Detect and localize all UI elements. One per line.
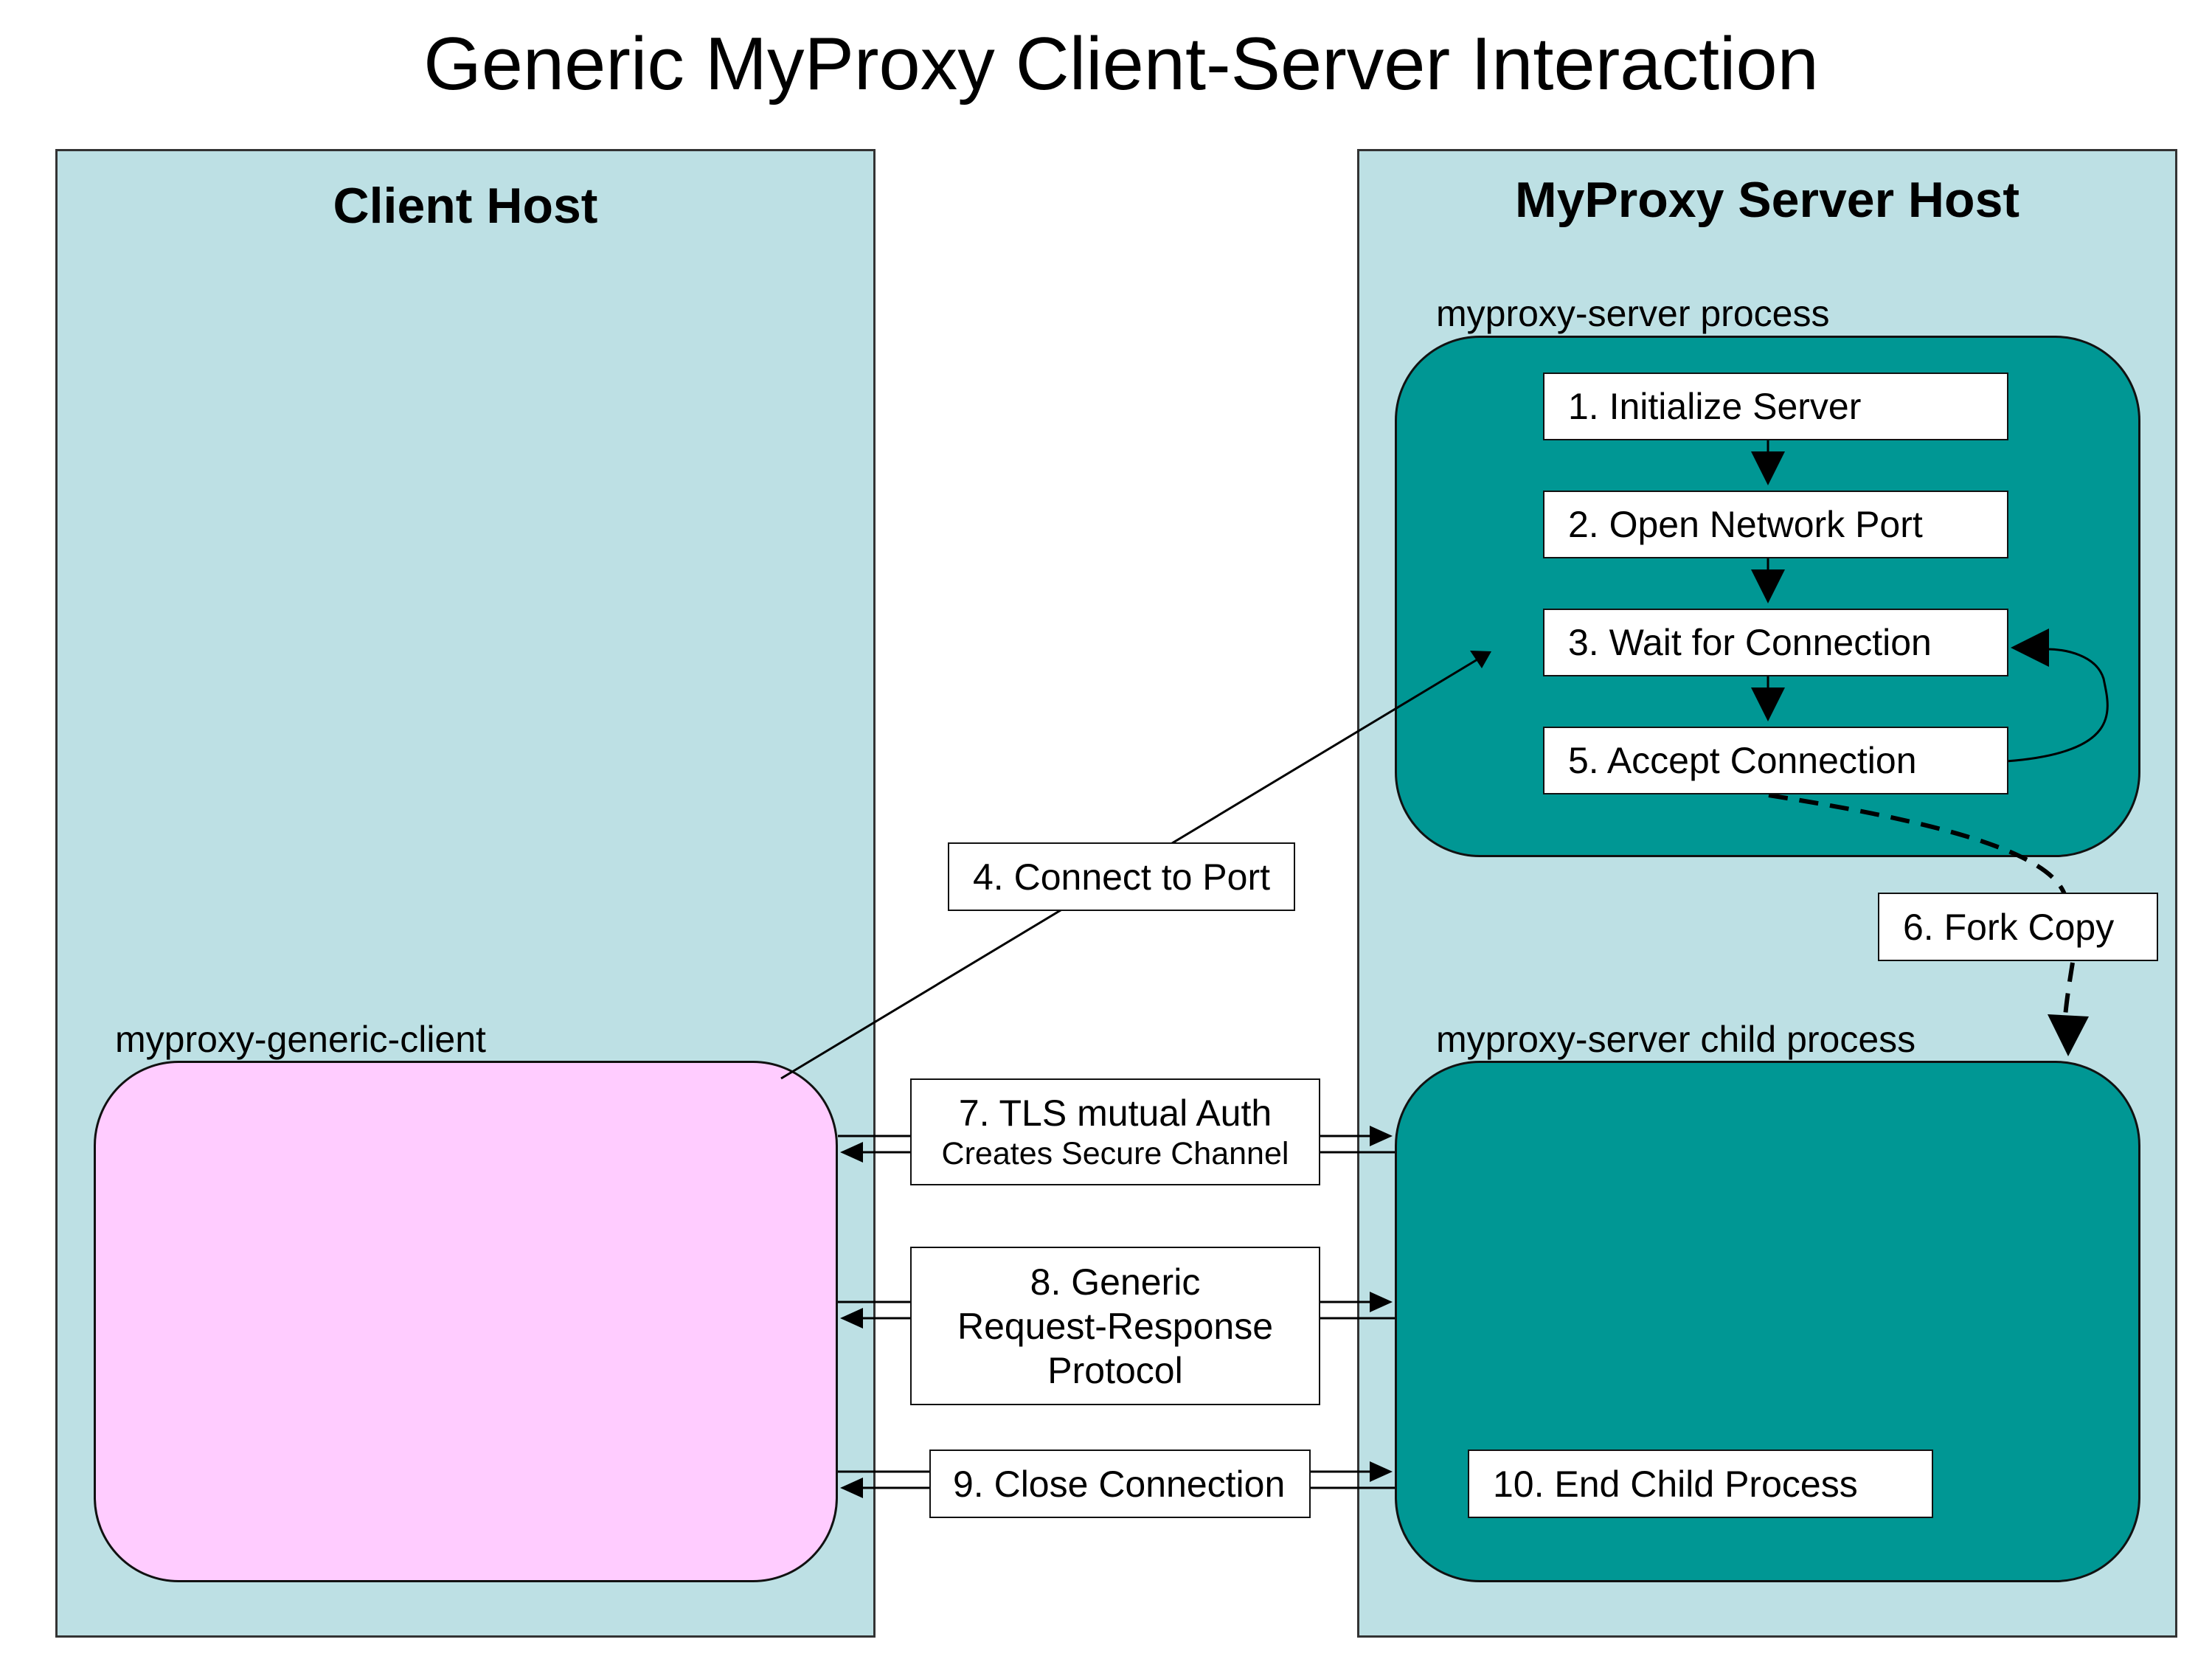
- arrowhead-3-to-5: [1751, 688, 1785, 721]
- step-7-line-1: 7. TLS mutual Auth: [958, 1092, 1272, 1134]
- server-child-process-label: myproxy-server child process: [1436, 1019, 1916, 1060]
- arrow-7-right: [1370, 1126, 1393, 1146]
- server-host-title: MyProxy Server Host: [1514, 172, 2020, 228]
- step-7-tls-mutual-auth: 7. TLS mutual Auth Creates Secure Channe…: [910, 1078, 1320, 1185]
- server-process-label: myproxy-server process: [1436, 293, 1830, 334]
- arrow-9-right: [1370, 1461, 1393, 1482]
- arrow-7-left: [840, 1142, 863, 1163]
- step-7-line-2: Creates Secure Channel: [941, 1135, 1289, 1171]
- arrowhead-2-to-3: [1751, 569, 1785, 603]
- arrowhead-1-to-2: [1751, 451, 1785, 485]
- arrow-8-left: [840, 1308, 863, 1329]
- step-2-open-network-port: 2. Open Network Port: [1543, 491, 2008, 558]
- fork-copy-arrowhead: [2048, 1014, 2089, 1056]
- step-10-end-child-process: 10. End Child Process: [1468, 1450, 1933, 1518]
- step-1-initialize-server: 1. Initialize Server: [1543, 373, 2008, 440]
- step-6-fork-copy: 6. Fork Copy: [1878, 893, 2158, 961]
- loop-5-to-3: [2005, 648, 2109, 763]
- arrow-9-left: [840, 1478, 863, 1498]
- step-9-close-connection: 9. Close Connection: [929, 1450, 1311, 1518]
- fork-copy-dashed-line: [1768, 793, 2075, 1017]
- step-3-wait-for-connection: 3. Wait for Connection: [1543, 609, 2008, 676]
- step-8-line-1: 8. Generic: [1030, 1261, 1201, 1303]
- diagram-title: Generic MyProxy Client-Server Interactio…: [423, 23, 1819, 105]
- arrow-8-right: [1370, 1292, 1393, 1312]
- step-5-accept-connection: 5. Accept Connection: [1543, 727, 2008, 794]
- step-8-generic-protocol: 8. Generic Request-Response Protocol: [910, 1247, 1320, 1405]
- client-process-box: [94, 1061, 838, 1582]
- connect-arrowhead: [1470, 651, 1491, 668]
- step-4-connect-to-port: 4. Connect to Port: [948, 842, 1295, 911]
- step-8-line-2: Request-Response: [957, 1305, 1274, 1347]
- client-host-title: Client Host: [333, 178, 598, 234]
- client-process-label: myproxy-generic-client: [115, 1019, 486, 1060]
- loop-arrowhead: [2011, 628, 2049, 667]
- step-8-line-3: Protocol: [1047, 1349, 1183, 1391]
